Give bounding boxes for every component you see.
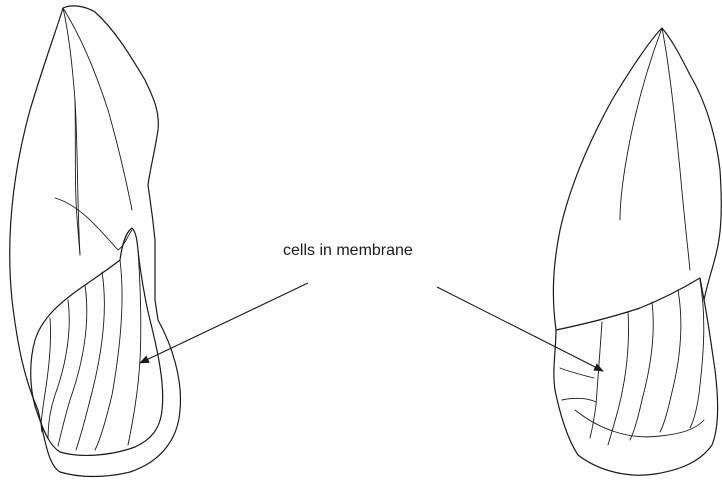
- left-pointer-arrow: [140, 283, 308, 363]
- cells-in-membrane-label: cells in membrane: [283, 242, 413, 260]
- right-pointer-arrow: [437, 287, 603, 371]
- left-specimen-drawing: [10, 6, 181, 477]
- right-specimen-drawing: [553, 28, 721, 475]
